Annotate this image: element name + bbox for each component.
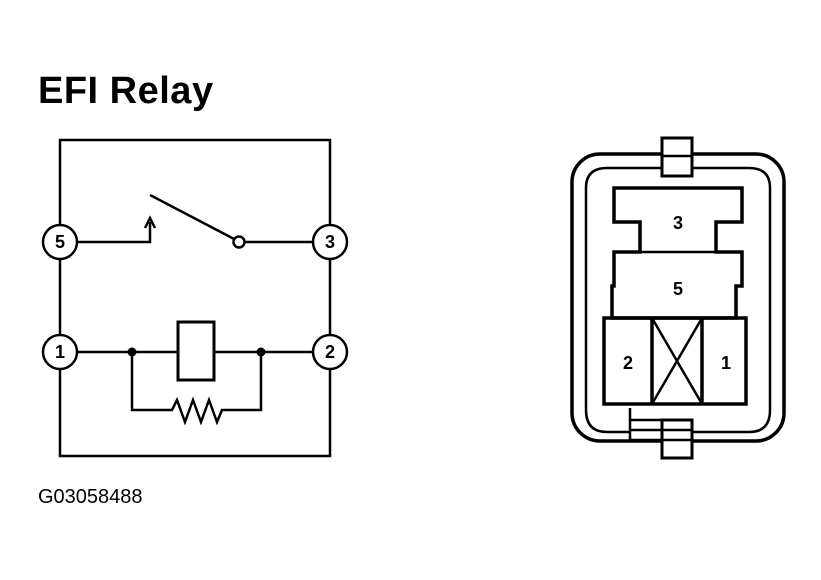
schematic-frame xyxy=(58,138,332,458)
pin-2-label: 2 xyxy=(325,342,335,362)
cavity-3-label: 3 xyxy=(673,213,683,233)
pin-3-terminal: 3 xyxy=(311,223,349,261)
cavity-5-label: 5 xyxy=(673,279,683,299)
switch-lead-left xyxy=(78,222,152,244)
pin-1-terminal: 1 xyxy=(41,333,79,371)
cavity-1-label: 1 xyxy=(721,353,731,373)
pin-5-label: 5 xyxy=(55,232,65,252)
switch-contact-arm xyxy=(149,193,237,242)
cavity-2-label: 2 xyxy=(623,353,633,373)
relay-schematic: 5 3 1 2 xyxy=(41,138,349,458)
bottom-latch xyxy=(628,408,692,442)
pin-2-terminal: 2 xyxy=(311,333,349,371)
figure-code: G03058488 xyxy=(38,486,143,508)
switch-arrow xyxy=(143,215,157,229)
page-title: EFI Relay xyxy=(38,70,214,112)
relay-coil xyxy=(176,320,216,382)
pin-1-label: 1 xyxy=(55,342,65,362)
cavity-row-bottom xyxy=(602,316,748,406)
resistor-branch xyxy=(130,352,263,426)
pin-5-terminal: 5 xyxy=(41,223,79,261)
switch-pivot xyxy=(232,235,246,249)
relay-connector: 3 5 2 1 xyxy=(570,136,786,460)
pin-3-label: 3 xyxy=(325,232,335,252)
blank-cavity-cross-b xyxy=(650,317,704,405)
